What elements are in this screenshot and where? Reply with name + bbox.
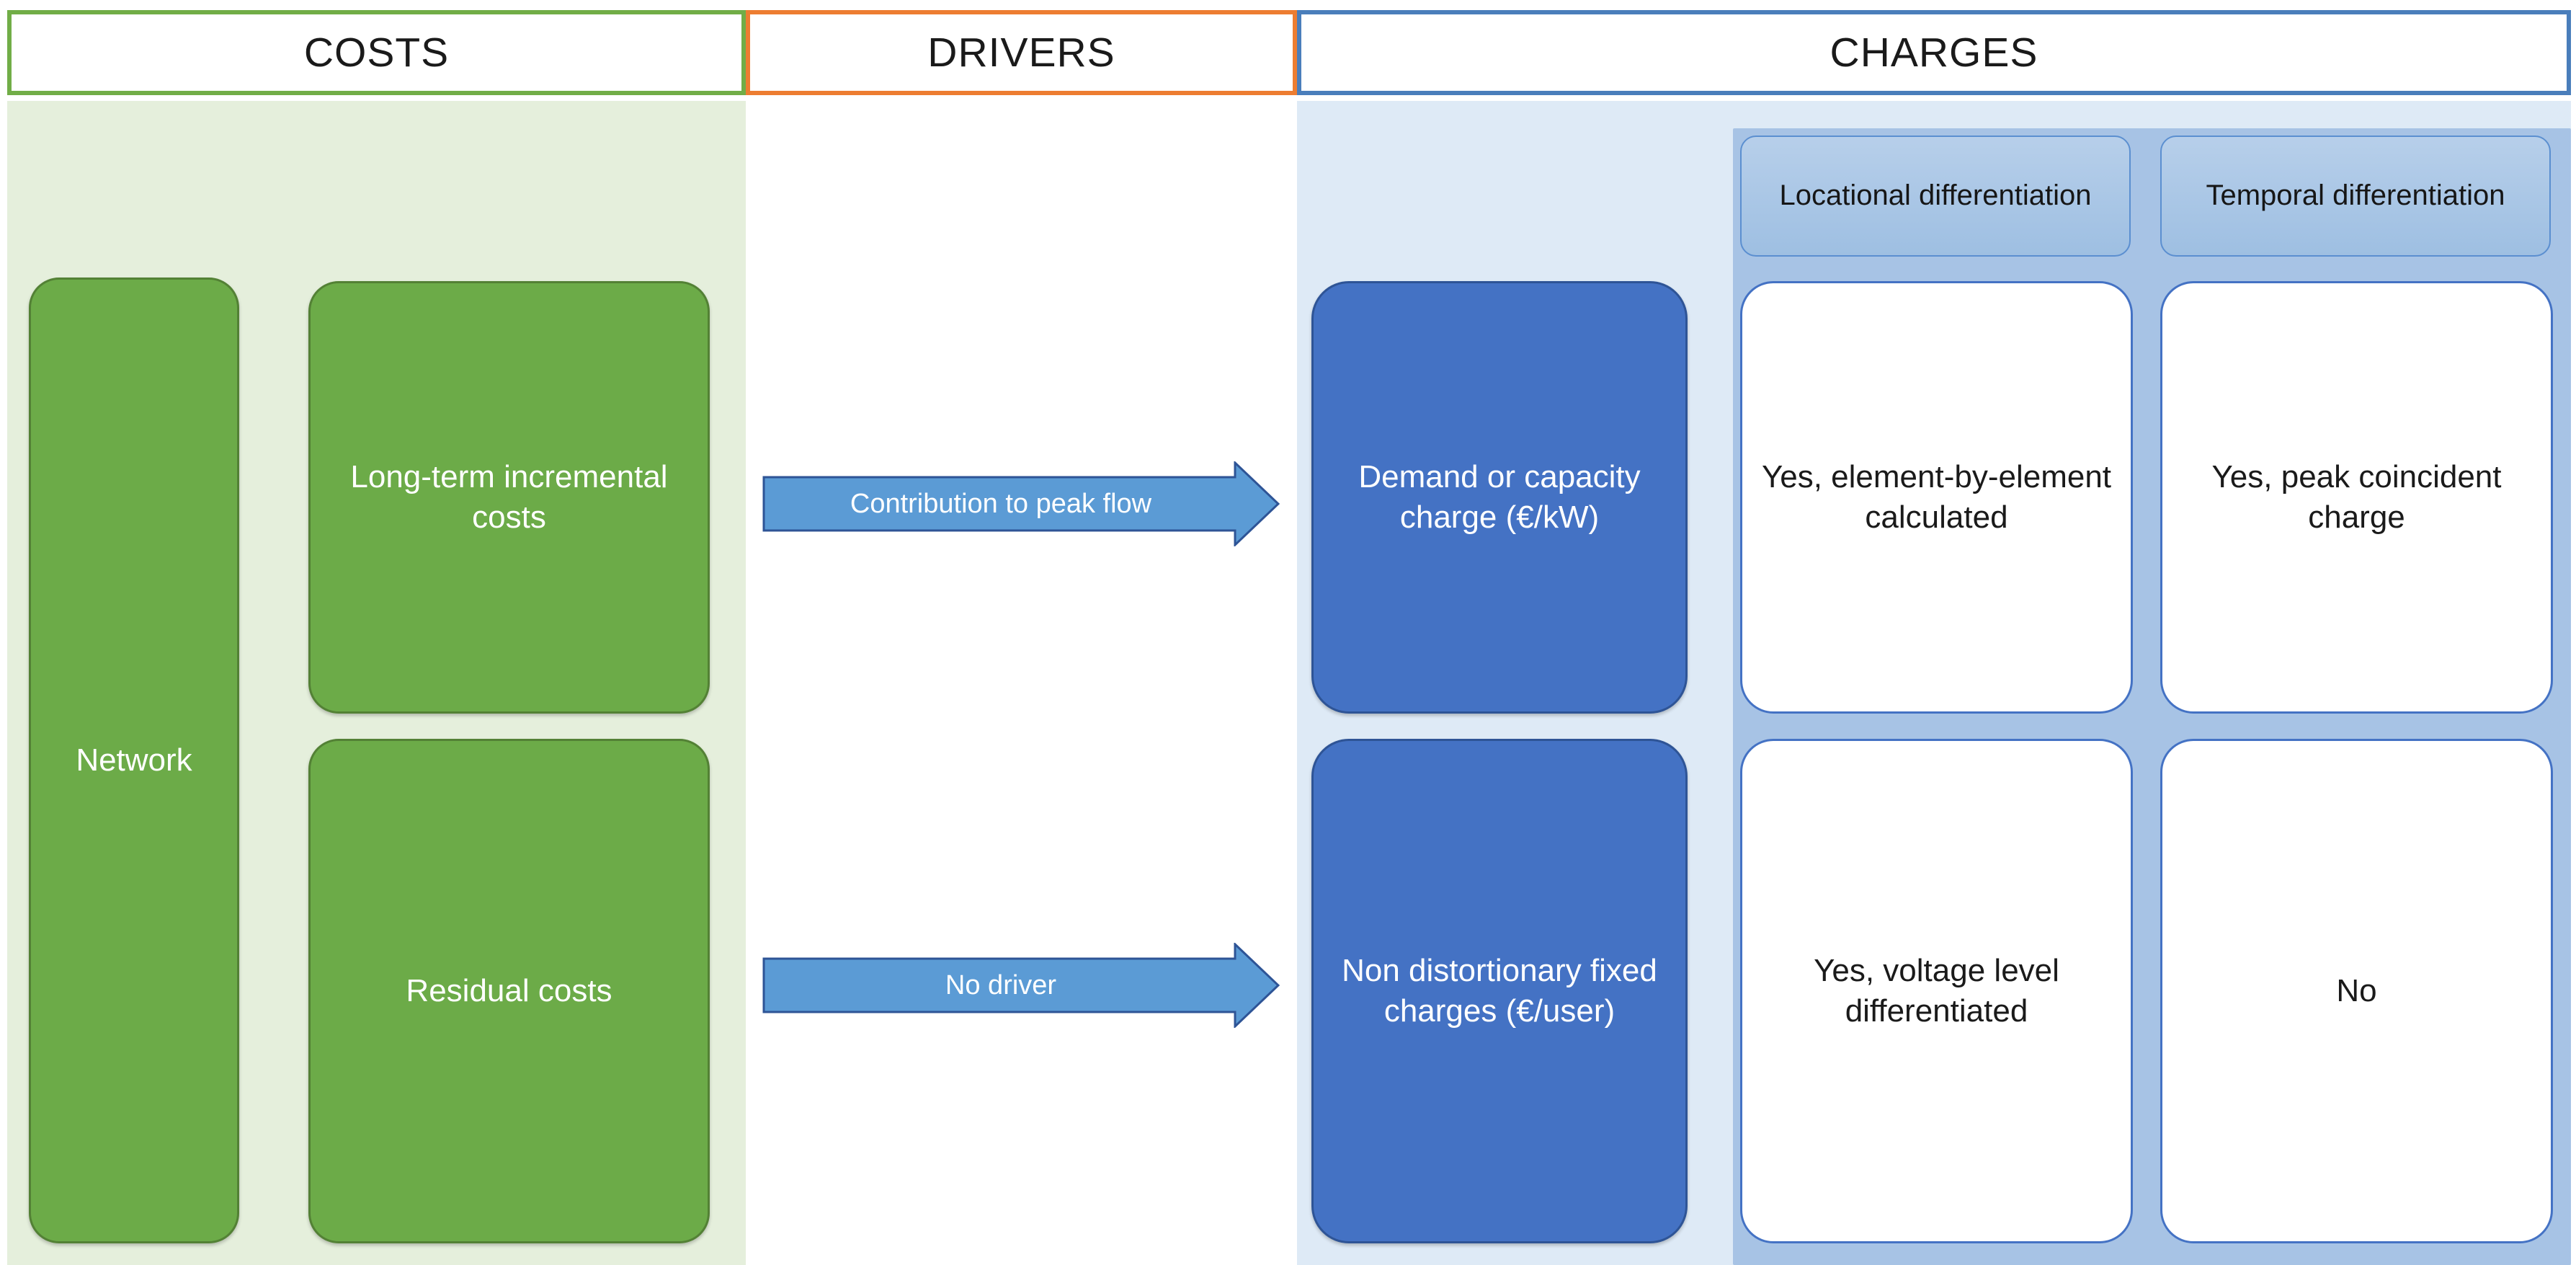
charge-box-demand-or-capacity-charge-label: Demand or capacity charge (€/kW) — [1358, 458, 1641, 535]
header-costs-label: COSTS — [303, 29, 450, 76]
arrow-right-icon — [762, 943, 1280, 1028]
cell-temporal-row-2[interactable]: No — [2160, 739, 2553, 1243]
charge-box-non-distortionary-fixed-charges-label: Non distortionary fixed charges (€/user) — [1342, 952, 1657, 1029]
cost-box-long-term-incremental-costs-label: Long-term incremental costs — [350, 458, 668, 535]
header-charges-label: CHARGES — [1830, 29, 2038, 76]
driver-arrow-contribution-to-peak-flow[interactable]: Contribution to peak flow — [762, 461, 1280, 546]
charge-box-non-distortionary-fixed-charges[interactable]: Non distortionary fixed charges (€/user) — [1311, 739, 1688, 1243]
cell-temporal-row-2-label: No — [2336, 972, 2377, 1008]
cell-locational-row-1[interactable]: Yes, element-by-element calculated — [1740, 281, 2133, 714]
cell-locational-row-1-label: Yes, element-by-element calculated — [1761, 458, 2112, 535]
cell-locational-row-2[interactable]: Yes, voltage level differentiated — [1740, 739, 2133, 1243]
cost-box-residual-costs-label: Residual costs — [406, 972, 612, 1008]
column-header-row: COSTS DRIVERS CHARGES — [0, 10, 2576, 95]
column-header-locational-differentiation-label: Locational differentiation — [1779, 179, 2092, 212]
column-header-temporal-differentiation: Temporal differentiation — [2160, 136, 2551, 257]
cost-box-network[interactable]: Network — [29, 278, 239, 1243]
cell-temporal-row-1-label: Yes, peak coincident charge — [2211, 458, 2502, 535]
charge-box-demand-or-capacity-charge[interactable]: Demand or capacity charge (€/kW) — [1311, 281, 1688, 714]
header-charges: CHARGES — [1297, 10, 2571, 95]
column-header-temporal-differentiation-label: Temporal differentiation — [2206, 179, 2505, 212]
column-header-locational-differentiation: Locational differentiation — [1740, 136, 2131, 257]
cell-temporal-row-1[interactable]: Yes, peak coincident charge — [2160, 281, 2553, 714]
header-drivers-label: DRIVERS — [927, 29, 1115, 76]
cost-box-long-term-incremental-costs[interactable]: Long-term incremental costs — [308, 281, 710, 714]
arrow-right-icon — [762, 461, 1280, 546]
cost-box-network-label: Network — [76, 742, 192, 778]
header-drivers: DRIVERS — [746, 10, 1297, 95]
header-costs: COSTS — [7, 10, 746, 95]
cell-locational-row-2-label: Yes, voltage level differentiated — [1814, 952, 2059, 1029]
driver-arrow-no-driver[interactable]: No driver — [762, 943, 1280, 1028]
cost-box-residual-costs[interactable]: Residual costs — [308, 739, 710, 1243]
